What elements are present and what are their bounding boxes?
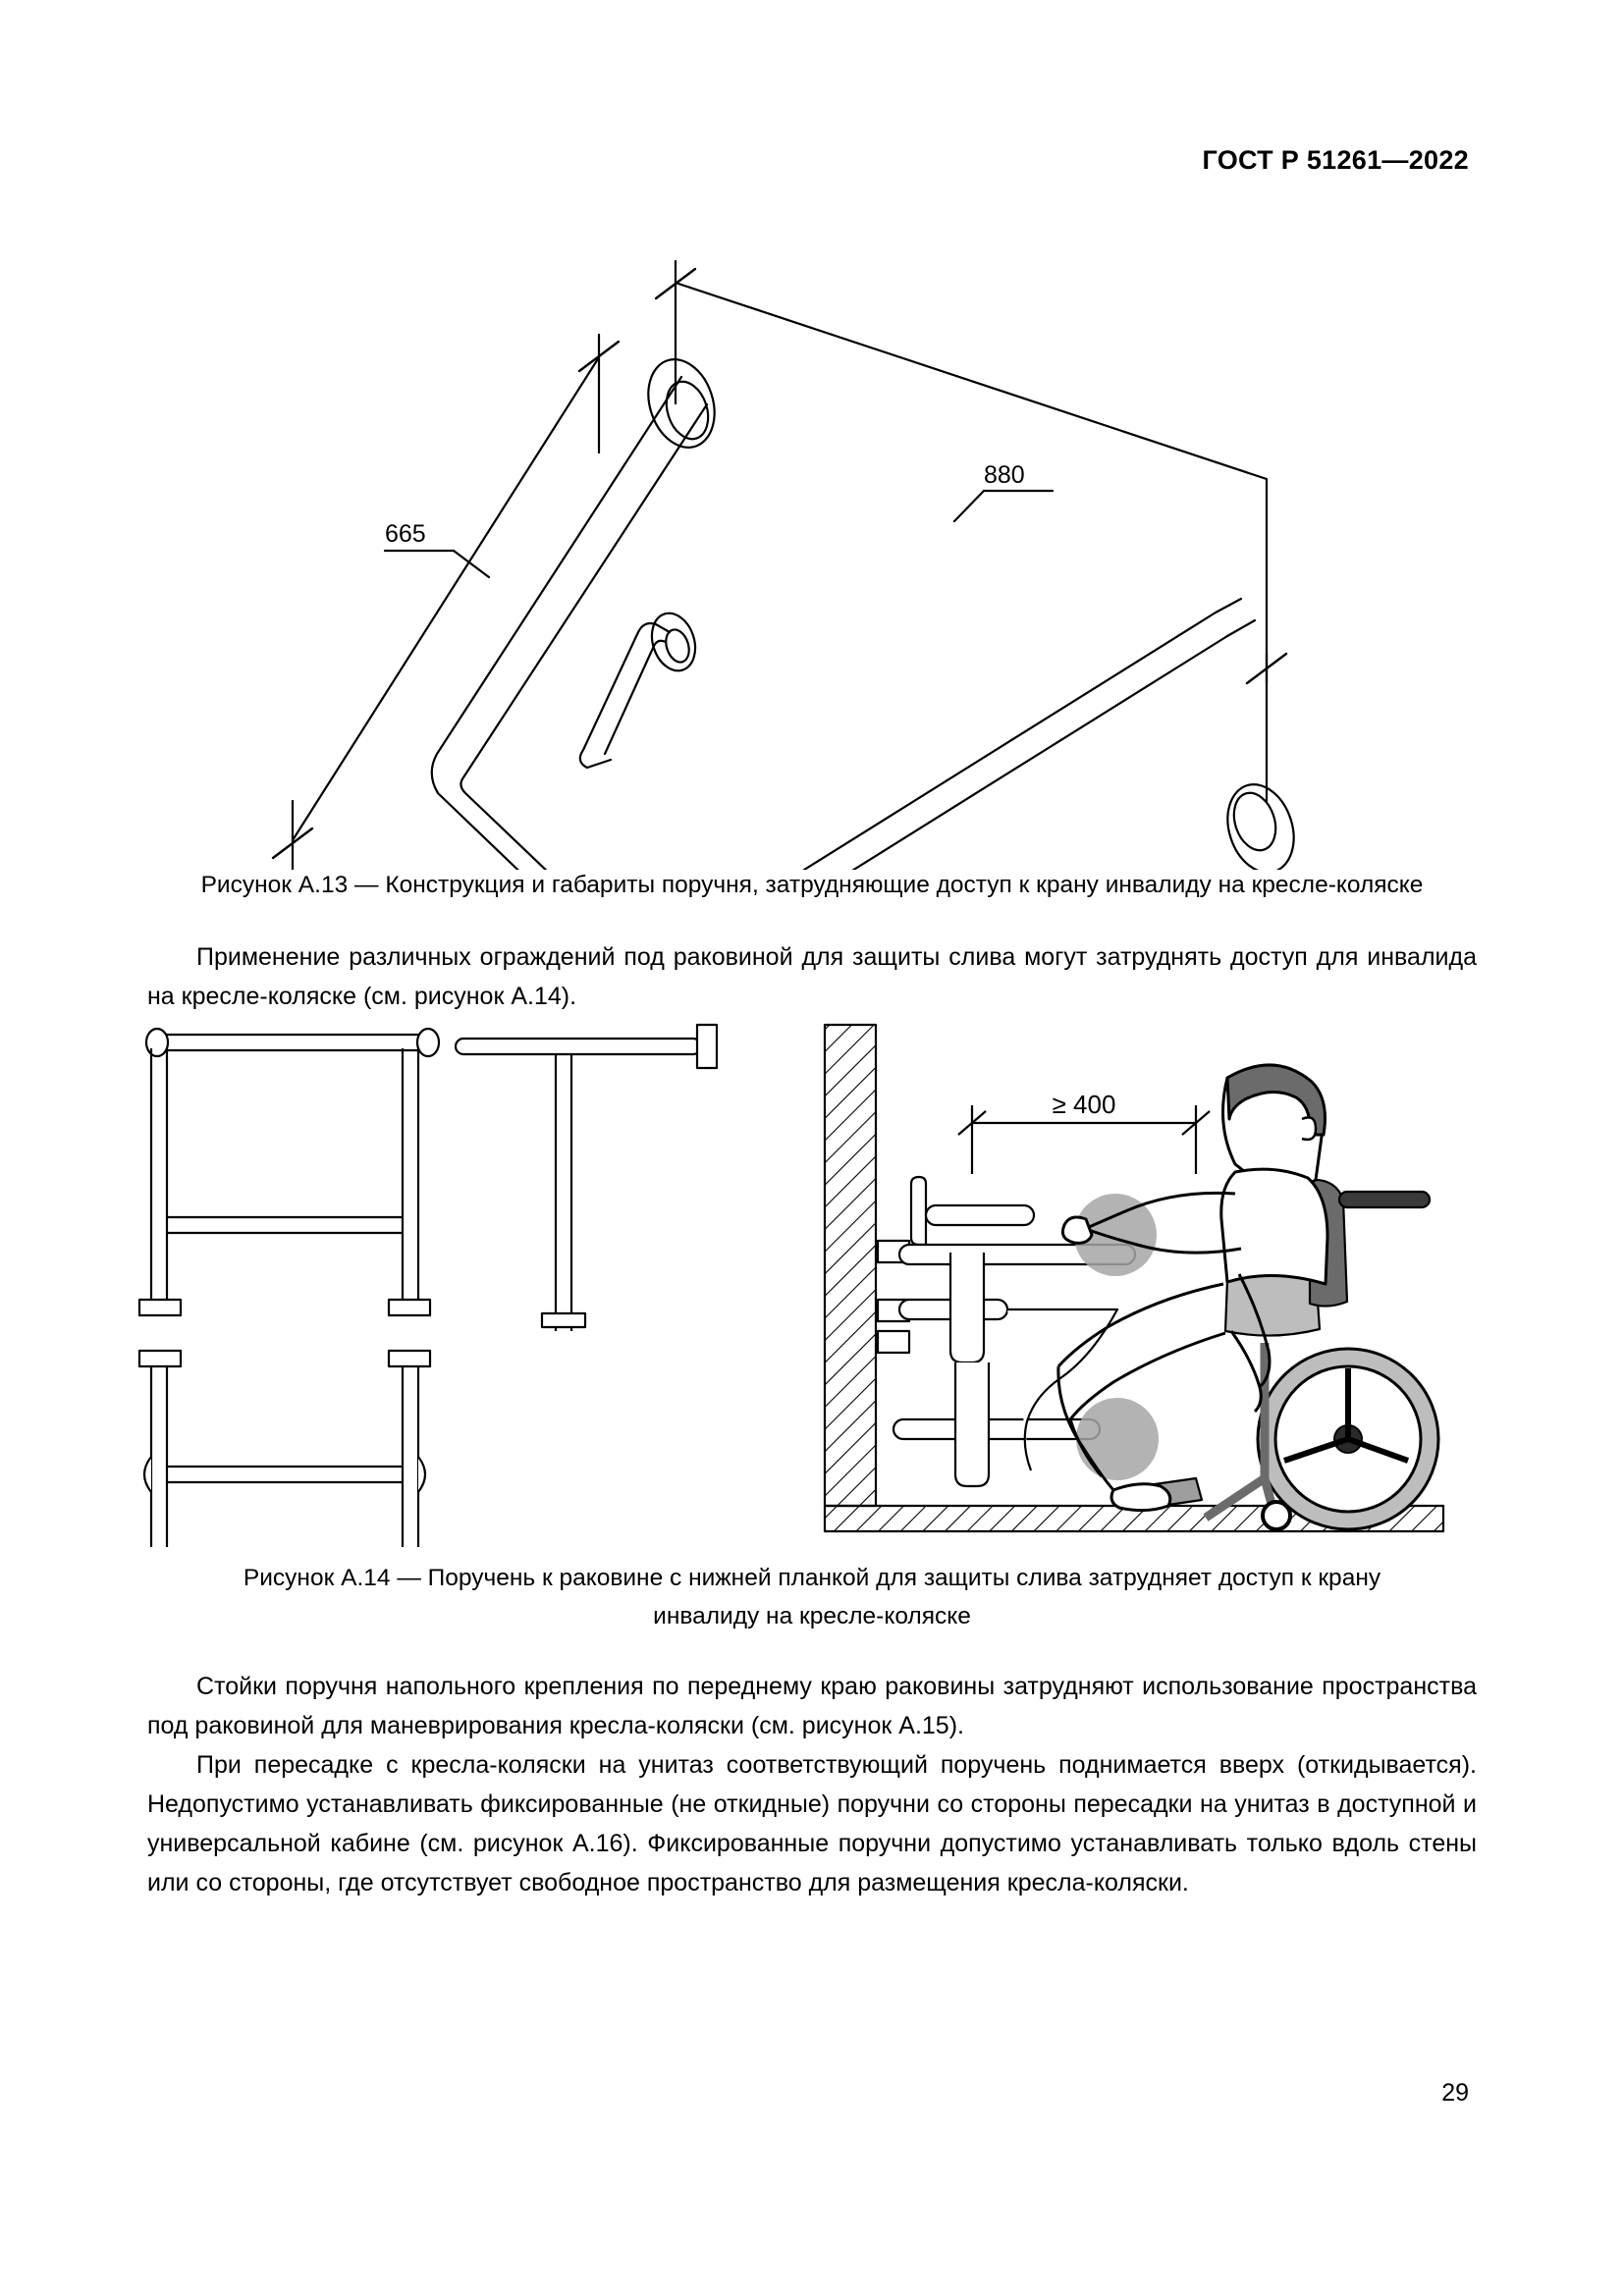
figure-a14: ≥ 400 [126, 1017, 1451, 1547]
rail-side-view [454, 1023, 719, 1331]
figure-a14-caption-line1: Рисунок А.14 — Поручень к раковине с ниж… [243, 1565, 1381, 1591]
body-paragraph-group: Стойки поручня напольного крепления по п… [147, 1667, 1477, 1902]
paragraph-text: Применение различных ограждений под рако… [147, 943, 1477, 1010]
figure-a14-caption: Рисунок А.14 — Поручень к раковине с ниж… [147, 1559, 1477, 1635]
wheelchair-scene [823, 1023, 1445, 1533]
figure-a13: 665 880 [245, 192, 1384, 870]
figure-a13-caption: Рисунок А.13 — Конструкция и габариты по… [200, 872, 1424, 898]
dimension-label-880: 880 [984, 461, 1025, 489]
figure-a14-caption-line2: инвалиду на кресле-коляске [653, 1603, 971, 1629]
rail-frame-upper [137, 1027, 441, 1317]
paragraph-text: Стойки поручня напольного крепления по п… [147, 1673, 1477, 1739]
rail-frame-lower [137, 1349, 432, 1547]
page-number: 29 [1441, 2079, 1469, 2107]
body-paragraph-1: Применение различных ограждений под рако… [147, 937, 1477, 1016]
dimension-400 [957, 1105, 1211, 1174]
dimension-label-665: 665 [385, 520, 426, 548]
paragraph-text: При пересадке с кресла-коляски на унитаз… [147, 1751, 1477, 1896]
standard-header: ГОСТ Р 51261—2022 [1202, 145, 1469, 175]
dimension-label-400: ≥ 400 [1053, 1090, 1116, 1119]
